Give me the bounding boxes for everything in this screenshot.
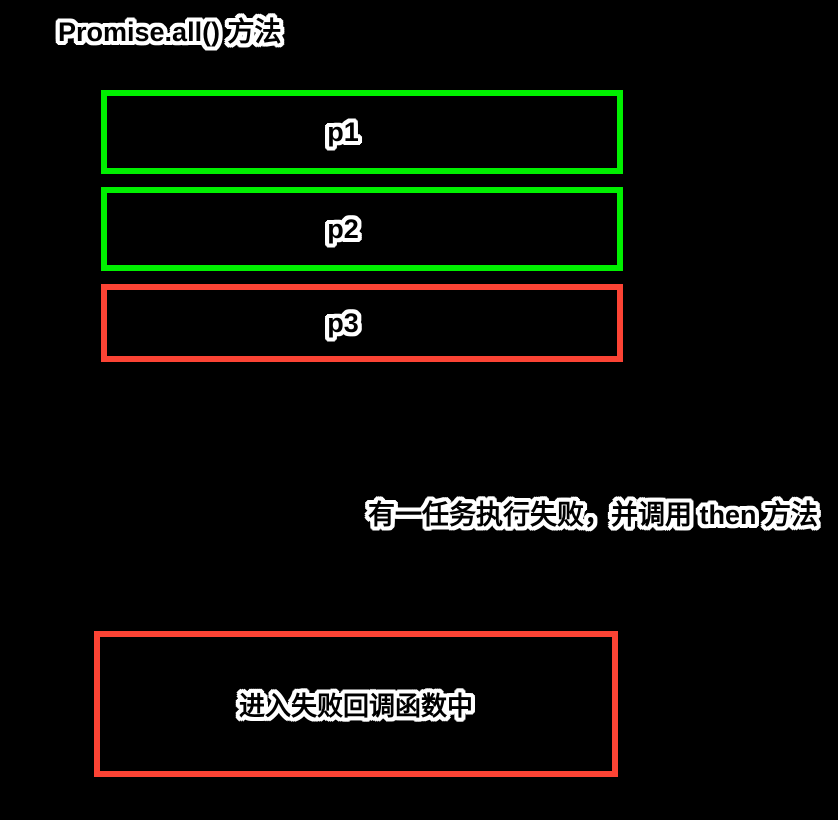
diagram-title: Promise.all() 方法 [58,17,282,47]
result-label: 进入失败回调函数中 [238,690,473,721]
task-p2-label: p2 [327,213,359,244]
failure-annotation: 有一任务执行失败，并调用 then 方法 [368,500,818,530]
task-p3-label: p3 [327,307,359,338]
result-box: 进入失败回调函数中 [94,631,618,777]
task-box-p2: p2 [101,187,623,271]
task-box-p3: p3 [101,284,623,362]
task-box-p1: p1 [101,90,623,174]
task-p1-label: p1 [327,116,359,147]
